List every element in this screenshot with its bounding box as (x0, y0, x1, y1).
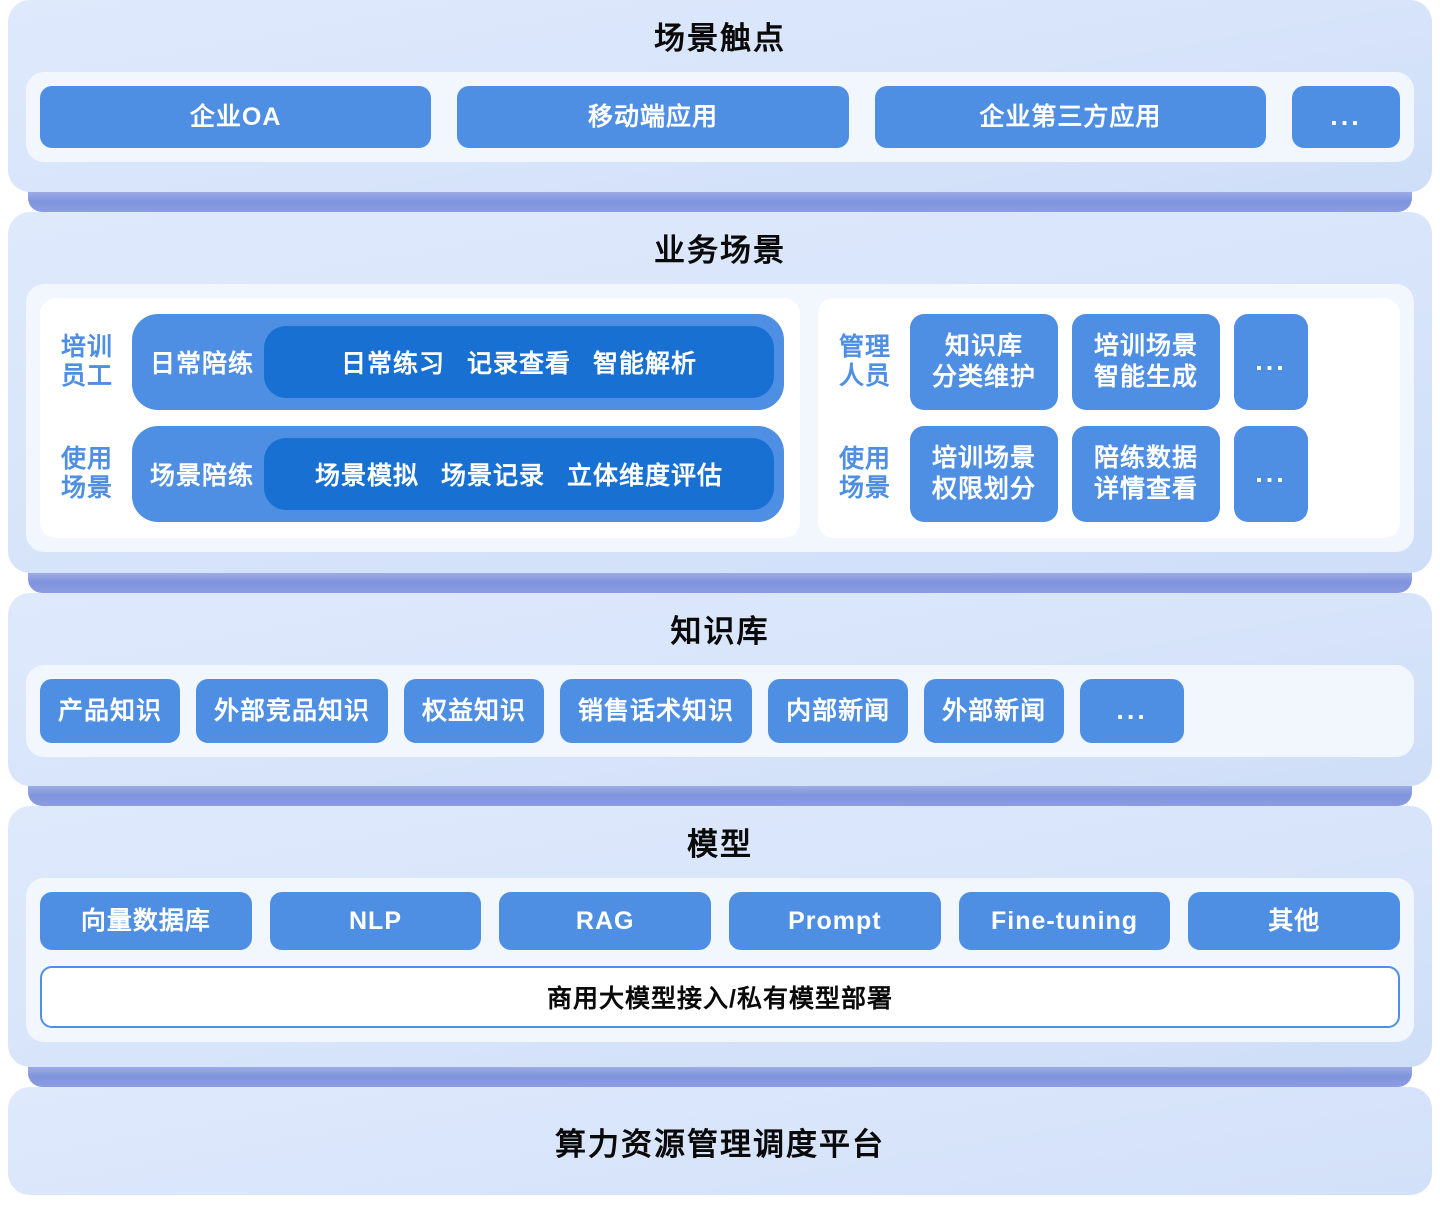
combo-inner-daily-coaching: 日常练习 记录查看 智能解析 (264, 325, 774, 398)
pill-line2: 分类维护 (931, 362, 1036, 391)
layer-knowledge: 知识库 产品知识 外部竞品知识 权益知识 销售话术知识 内部新闻 外部新闻 ..… (0, 593, 1440, 806)
business-columns: 培训 员工 日常陪练 日常练习 记录查看 智能解析 (40, 297, 1400, 538)
combo-pill-scene-coaching[interactable]: 场景陪练 场景模拟 场景记录 立体维度评估 (132, 425, 784, 522)
combo-head-label: 日常陪练 (150, 349, 255, 378)
pill-line1: 培训场景 (1093, 332, 1198, 361)
touchpoints-row: 企业OA 移动端应用 企业第三方应用 ... (40, 85, 1400, 148)
pill-line1: 陪练数据 (1093, 444, 1198, 473)
row-label-admin-staff: 管理 人员 (834, 333, 896, 390)
model-item-vector-db[interactable]: 向量数据库 (40, 891, 252, 950)
sub-item-record-view[interactable]: 记录查看 (467, 349, 572, 378)
panel-title-business: 业务场景 (654, 233, 786, 268)
model-item-prompt[interactable]: Prompt (729, 891, 941, 950)
layer-touchpoints: 场景触点 企业OA 移动端应用 企业第三方应用 ... (0, 0, 1440, 212)
sub-item-scene-simulation[interactable]: 场景模拟 (314, 461, 419, 490)
panel-title-knowledge: 知识库 (670, 614, 770, 649)
touchpoint-item-oa[interactable]: 企业OA (40, 85, 432, 148)
combo-pill-daily-coaching[interactable]: 日常陪练 日常练习 记录查看 智能解析 (132, 313, 784, 410)
business-row-training-employee: 培训 员工 日常陪练 日常练习 记录查看 智能解析 (56, 313, 784, 410)
panel-knowledge: 知识库 产品知识 外部竞品知识 权益知识 销售话术知识 内部新闻 外部新闻 ..… (8, 593, 1432, 786)
row-label-line1: 使用 (60, 445, 113, 474)
row-label-training-employee: 培训 员工 (56, 333, 118, 390)
pill-line1: 知识库 (944, 332, 1023, 361)
usage-item-coaching-data-detail[interactable]: 陪练数据 详情查看 (1072, 425, 1220, 522)
row-label-line1: 使用 (838, 445, 891, 474)
business-row-admin-staff: 管理 人员 知识库 分类维护 培训场景 (834, 313, 1384, 410)
usage-row-more-icon[interactable]: ... (1234, 425, 1308, 522)
sub-item-scene-record[interactable]: 场景记录 (441, 461, 546, 490)
sub-item-daily-practice[interactable]: 日常练习 (340, 349, 445, 378)
kb-item-internal-news[interactable]: 内部新闻 (768, 678, 909, 743)
knowledge-row: 产品知识 外部竞品知识 权益知识 销售话术知识 内部新闻 外部新闻 ... (40, 678, 1400, 743)
sub-item-smart-analysis[interactable]: 智能解析 (593, 349, 698, 378)
row-label-line2: 场景 (60, 473, 113, 502)
combo-head-label: 场景陪练 (150, 461, 255, 490)
layer-model: 模型 向量数据库 NLP RAG Prompt Fine-tuning 其他 商… (0, 806, 1440, 1087)
panel-business: 业务场景 培训 员工 日常陪练 日常练 (8, 212, 1432, 573)
layer-slab-business (28, 569, 1412, 593)
row-label-line2: 员工 (60, 361, 113, 390)
pill-line1: 培训场景 (931, 444, 1036, 473)
layer-business: 业务场景 培训 员工 日常陪练 日常练 (0, 212, 1440, 593)
row-label-line1: 培训 (60, 333, 113, 362)
model-item-other[interactable]: 其他 (1188, 891, 1401, 950)
model-item-fine-tuning[interactable]: Fine-tuning (958, 891, 1171, 950)
pill-line2: 详情查看 (1093, 474, 1198, 503)
layer-platform: 算力资源管理调度平台 (0, 1087, 1440, 1207)
row-label-line1: 管理 (838, 333, 891, 362)
sub-item-multidim-evaluation[interactable]: 立体维度评估 (567, 461, 724, 490)
knowledge-inner-card: 产品知识 外部竞品知识 权益知识 销售话术知识 内部新闻 外部新闻 ... (26, 664, 1414, 757)
row-label-usage-scene-left: 使用 场景 (56, 445, 118, 502)
business-row-usage-scene-right: 使用 场景 培训场景 权限划分 陪练数 (834, 425, 1384, 522)
usage-item-scene-permission[interactable]: 培训场景 权限划分 (910, 425, 1058, 522)
layer-slab-touchpoints (28, 188, 1412, 212)
business-row-usage-scene-left: 使用 场景 场景陪练 场景模拟 场景记录 立体维度评估 (56, 425, 784, 522)
kb-item-product[interactable]: 产品知识 (40, 678, 181, 743)
admin-item-kb-category[interactable]: 知识库 分类维护 (910, 313, 1058, 410)
pill-line2: 权限划分 (931, 474, 1036, 503)
kb-item-competitor[interactable]: 外部竞品知识 (196, 678, 389, 743)
model-deployment-band: 商用大模型接入/私有模型部署 (40, 965, 1400, 1028)
layer-slab-model (28, 1063, 1412, 1087)
business-card-employee: 培训 员工 日常陪练 日常练习 记录查看 智能解析 (40, 297, 800, 538)
kb-item-external-news[interactable]: 外部新闻 (924, 678, 1065, 743)
admin-item-scene-generation[interactable]: 培训场景 智能生成 (1072, 313, 1220, 410)
model-item-rag[interactable]: RAG (499, 891, 712, 950)
model-item-nlp[interactable]: NLP (269, 891, 482, 950)
layer-slab-knowledge (28, 782, 1412, 806)
panel-title-model: 模型 (687, 827, 753, 862)
row-label-line2: 人员 (838, 361, 891, 390)
panel-touchpoints: 场景触点 企业OA 移动端应用 企业第三方应用 ... (8, 0, 1432, 192)
panel-platform: 算力资源管理调度平台 (8, 1087, 1432, 1195)
combo-inner-scene-coaching: 场景模拟 场景记录 立体维度评估 (264, 437, 774, 510)
model-inner-card: 向量数据库 NLP RAG Prompt Fine-tuning 其他 商用大模… (26, 877, 1414, 1042)
panel-model: 模型 向量数据库 NLP RAG Prompt Fine-tuning 其他 商… (8, 806, 1432, 1067)
kb-item-benefits[interactable]: 权益知识 (404, 678, 545, 743)
admin-row-more-icon[interactable]: ... (1234, 313, 1308, 410)
row-label-usage-scene-right: 使用 场景 (834, 445, 896, 502)
kb-item-more-icon[interactable]: ... (1080, 678, 1185, 743)
touchpoint-item-mobile[interactable]: 移动端应用 (457, 85, 849, 148)
touchpoint-item-thirdparty[interactable]: 企业第三方应用 (874, 85, 1266, 148)
panel-title-platform: 算力资源管理调度平台 (555, 1126, 885, 1162)
panel-title-touchpoints: 场景触点 (654, 21, 786, 56)
touchpoint-item-more-icon[interactable]: ... (1291, 85, 1400, 148)
business-card-admin: 管理 人员 知识库 分类维护 培训场景 (818, 297, 1400, 538)
touchpoints-inner-card: 企业OA 移动端应用 企业第三方应用 ... (26, 71, 1414, 162)
business-inner-card: 培训 员工 日常陪练 日常练习 记录查看 智能解析 (26, 283, 1414, 552)
model-row: 向量数据库 NLP RAG Prompt Fine-tuning 其他 (40, 891, 1401, 950)
kb-item-sales-script[interactable]: 销售话术知识 (560, 678, 753, 743)
pill-line2: 智能生成 (1093, 362, 1198, 391)
row-label-line2: 场景 (838, 473, 891, 502)
